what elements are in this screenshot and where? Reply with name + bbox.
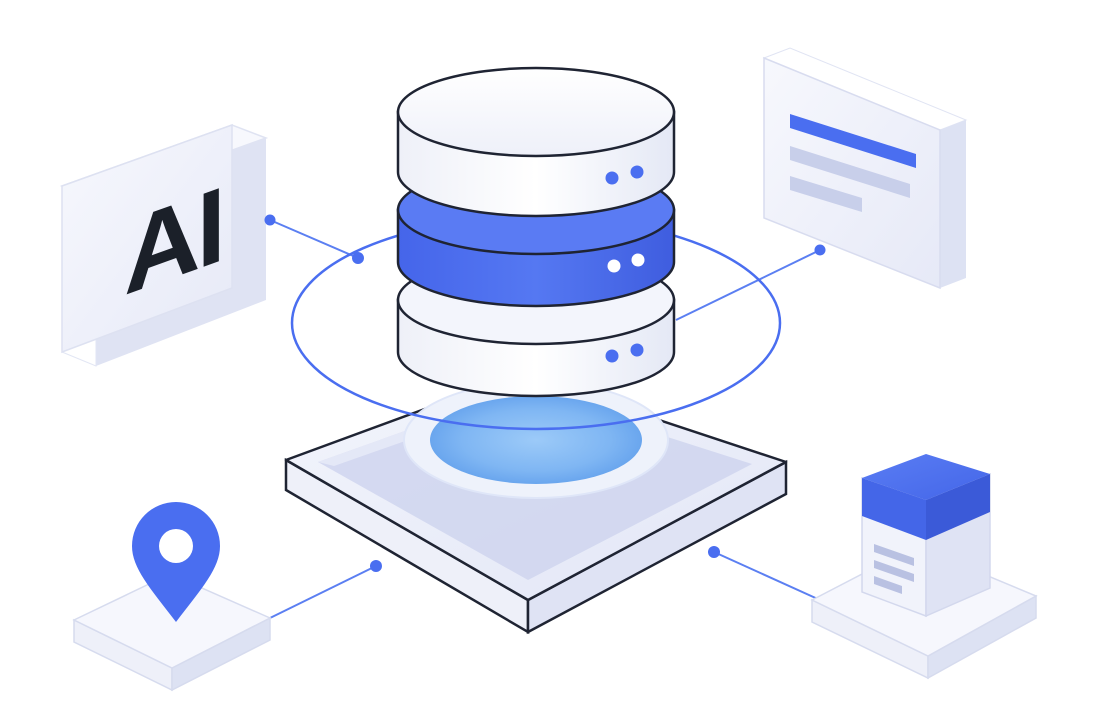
box-icon — [861, 454, 991, 618]
base-right-connector-dot — [708, 546, 720, 558]
status-dot — [630, 343, 644, 357]
document-card-connector-dot — [814, 244, 826, 256]
box-label-line — [874, 560, 914, 582]
orbit-ring-front — [290, 322, 782, 431]
location-tile — [72, 502, 272, 692]
ai-card: AI — [59, 123, 276, 367]
document-card — [762, 47, 968, 290]
connector-ai-card — [269, 219, 359, 259]
status-dot — [605, 349, 619, 363]
document-text-line — [790, 176, 862, 212]
location-pin-icon — [132, 502, 220, 622]
status-dot — [607, 259, 621, 273]
connectors — [269, 219, 821, 619]
location-tile-top — [72, 573, 272, 669]
box-tile — [810, 454, 1038, 680]
box-label-line — [874, 576, 902, 594]
ai-card-connector-dot — [264, 214, 276, 226]
database-icon — [396, 66, 676, 398]
connector-location-tile — [269, 565, 377, 619]
ai-card-face — [61, 123, 233, 354]
document-text-line — [790, 146, 910, 198]
box-label-line — [874, 544, 914, 566]
status-dot — [605, 171, 619, 185]
base-platform — [284, 372, 788, 635]
connector-document-card — [675, 249, 821, 321]
status-dot — [630, 165, 644, 179]
status-dot — [631, 253, 645, 267]
connector-box-tile — [713, 551, 821, 601]
database-top — [396, 66, 676, 158]
base-left-connector-dot — [370, 560, 382, 572]
orbit-connector-dot — [352, 252, 364, 264]
glow-pad — [430, 396, 642, 484]
document-title-bar — [790, 114, 916, 168]
